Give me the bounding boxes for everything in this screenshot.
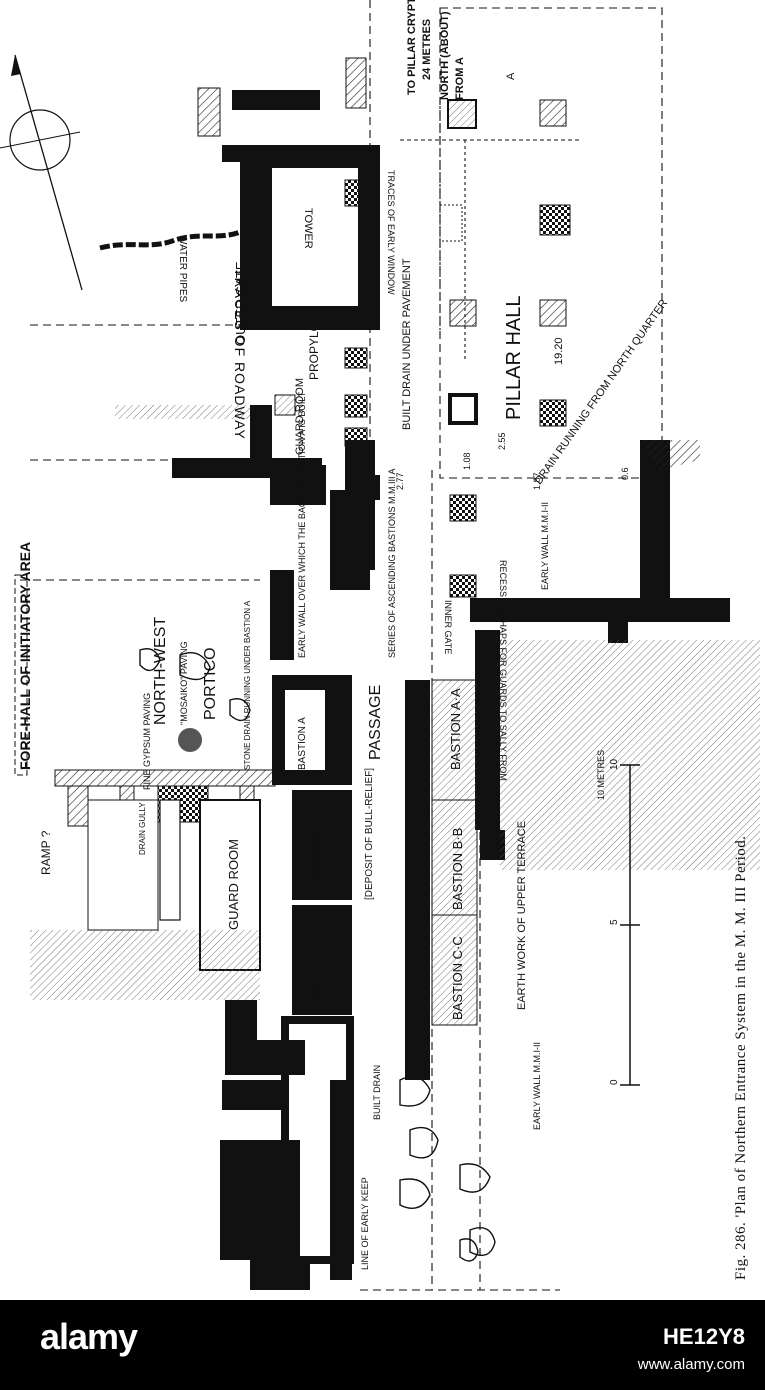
- label-mosaiko: "MOSAIKO" PAVING: [179, 641, 189, 725]
- label-dim-1: 2.77: [395, 472, 405, 490]
- label-bastion-bb: BASTION B·B: [450, 828, 465, 910]
- alamy-logo: alamy: [40, 1316, 138, 1357]
- label-early-wall-bottom: EARLY WALL M.M.I-II: [532, 1042, 542, 1130]
- bastion-interiors: [285, 690, 325, 770]
- pillar-hall-bases: [439, 99, 571, 598]
- label-early-wall-bastion: EARLY WALL OVER WHICH THE BACK OF BASTIO…: [297, 391, 307, 658]
- label-bastion-c: BASTION C: [310, 946, 321, 1000]
- label-earth-work: EARTH WORK OF UPPER TERRACE: [516, 821, 528, 1010]
- stock-footer: alamy HE12Y8 www.alamy.com: [0, 1300, 765, 1390]
- label-fore-hall: FORE-HALL OF INITIATORY AREA: [17, 542, 33, 770]
- label-passage: PASSAGE: [367, 685, 384, 760]
- label-built-drain-small: BUILT DRAIN: [372, 1065, 382, 1120]
- label-guard-room: GUARD ROOM: [226, 839, 241, 930]
- label-pillar-hall: PILLAR HALL: [503, 295, 525, 420]
- label-portico: PORTICO: [202, 647, 219, 720]
- image-id: HE12Y8: [663, 1324, 745, 1349]
- label-dim-4: 1.87: [532, 472, 542, 490]
- label-propylon: PROPYLON: [307, 313, 321, 380]
- label-bastion-b: BASTION B: [311, 821, 323, 880]
- label-built-drain: BUILT DRAIN UNDER PAVEMENT: [401, 258, 413, 430]
- label-north-west: NORTH-WEST: [152, 617, 169, 725]
- plan-figure: ⊣ ⊣ ⊣ ✱ ◆ ◆ ◆ ◆ TO PILLAR CRYPT 24 METRE…: [0, 0, 760, 1291]
- svg-text:⊣: ⊣: [334, 702, 346, 718]
- east-wall: [470, 440, 730, 860]
- label-from-a: FROM A: [454, 57, 466, 100]
- label-north-about: NORTH (ABOUT): [439, 11, 451, 100]
- roadway-hatching: [115, 405, 260, 419]
- label-bastion-cc: BASTION C·C: [450, 936, 465, 1020]
- svg-text:◆: ◆: [413, 869, 423, 883]
- propylon-bases: [274, 347, 368, 447]
- corner-masonry: [640, 440, 700, 470]
- north-arrow-icon: [11, 55, 21, 76]
- label-scale-title: 10 METRES: [596, 750, 606, 800]
- black-wall-top: [232, 90, 320, 110]
- figure-caption: Fig. 286. 'Plan of Northern Entrance Sys…: [733, 835, 749, 1280]
- plan-drawing: ⊣ ⊣ ⊣ ✱ ◆ ◆ ◆ ◆ TO PILLAR CRYPT 24 METRE…: [0, 0, 760, 1291]
- label-recess: RECESS, PERHAPS FOR GUARDS TO SALLY FROM: [498, 560, 508, 781]
- label-early-window: TRACES OF EARLY WINDOW: [386, 170, 396, 295]
- label-dim-5: 0.6: [620, 467, 630, 480]
- label-early-wall-mm1: EARLY WALL M.M.I-II: [540, 502, 550, 590]
- lower-left-structures: [30, 799, 354, 1290]
- label-scale-10: 10: [609, 758, 620, 770]
- compass-rose: [0, 54, 83, 291]
- bastions-east: [405, 679, 478, 1080]
- svg-text:⊣: ⊣: [334, 817, 346, 833]
- label-drain-gully: DRAIN GULLY: [138, 802, 147, 855]
- water-pipes-line: [99, 229, 241, 251]
- label-dim-3: 2.55: [497, 432, 507, 450]
- label-scale-0: 0: [609, 1079, 620, 1085]
- label-pillar-crypt: TO PILLAR CRYPT: [406, 0, 418, 95]
- svg-text:✱: ✱: [334, 917, 346, 933]
- passage-markers: ⊣ ⊣ ⊣ ✱ ◆ ◆ ◆ ◆: [334, 699, 423, 963]
- label-deposit: [DEPOSIT OF BULL-RELIEF]: [364, 768, 375, 900]
- label-early-keep: LINE OF EARLY KEEP: [360, 1177, 370, 1270]
- label-bastion-aa: BASTION A·A: [448, 688, 463, 770]
- label-roadway: TRACES OF ROADWAY: [232, 268, 248, 440]
- label-dim-2: 1.08: [462, 452, 472, 470]
- scale-bar: [620, 764, 640, 1086]
- label-24-metres: 24 METRES: [421, 19, 433, 80]
- label-ramp: RAMP ?: [39, 830, 53, 875]
- svg-text:◆: ◆: [413, 789, 423, 803]
- tower-block: [197, 57, 380, 330]
- label-guard-room-small: GUARD ROOM: [294, 378, 306, 455]
- label-dim-1920: 19.20: [553, 337, 565, 365]
- label-scale-5: 5: [609, 919, 620, 925]
- label-tower: TOWER: [302, 208, 314, 249]
- stock-url: www.alamy.com: [637, 1356, 745, 1373]
- label-inner-gate: INNER GATE: [443, 600, 453, 654]
- svg-text:⊣: ⊣: [334, 737, 346, 753]
- paving-stones: [139, 648, 496, 1262]
- svg-text:◆: ◆: [413, 699, 423, 713]
- svg-text:◆: ◆: [413, 949, 423, 963]
- label-a-marker: A: [505, 72, 517, 80]
- label-stone-drain: STONE DRAIN RUNNING UNDER BASTION A: [243, 600, 252, 770]
- label-bastion-a: BASTION A: [297, 717, 308, 770]
- label-ascending-bastions: SERIES OF ASCENDING BASTIONS M.M.III A: [387, 468, 397, 658]
- label-fine-gypsum: FINE GYPSUM PAVING: [142, 693, 152, 790]
- label-water-pipes: WATER PIPES: [177, 235, 188, 303]
- label-outer-gate: OUTER GATE: [233, 261, 248, 345]
- portico-column-base: [178, 728, 202, 752]
